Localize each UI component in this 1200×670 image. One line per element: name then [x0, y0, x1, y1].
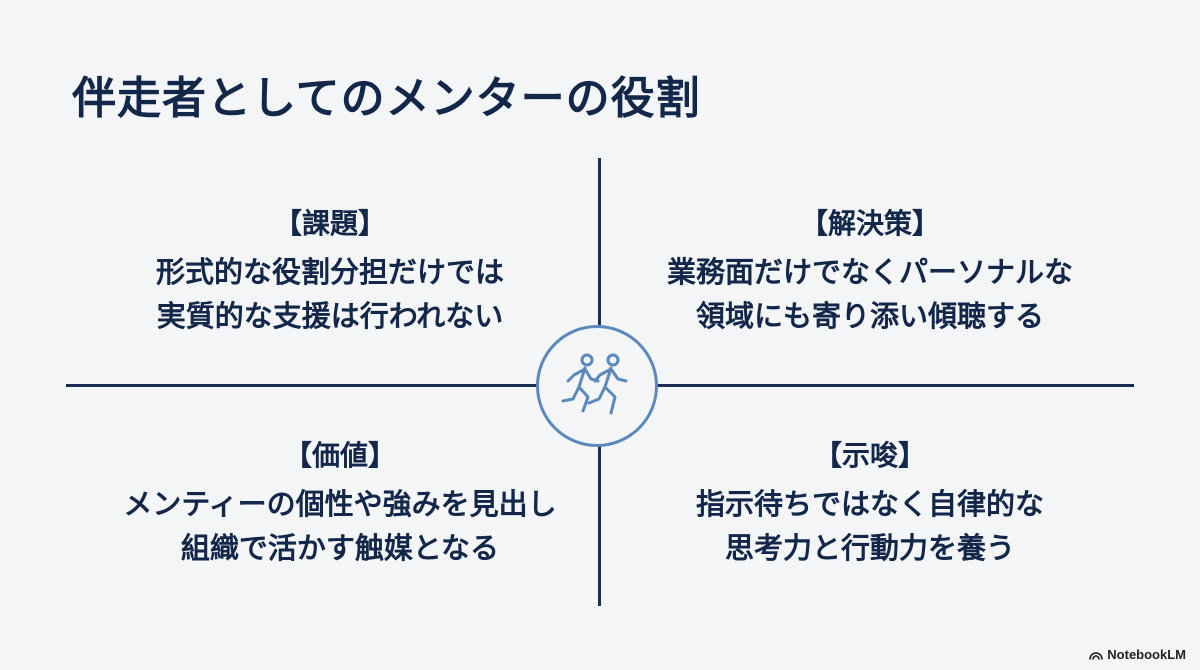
quadrant-challenge: 【課題】 形式的な役割分担だけでは 実質的な支援は行われない [70, 204, 590, 338]
quadrant-text-line: 実質的な支援は行われない [156, 299, 504, 333]
quadrant-text-line: 領域にも寄り添い傾聴する [695, 299, 1044, 333]
quadrant-text-line: 組織で活かす触媒となる [180, 531, 500, 565]
quadrant-heading: 【課題】 [273, 207, 386, 240]
quadrant-text-line: メンティーの個性や強みを見出し [123, 487, 557, 521]
quadrant-heading: 【示唆】 [813, 439, 926, 472]
quadrant-heading: 【解決策】 [799, 207, 940, 240]
quadrant-value: 【価値】 メンティーの個性や強みを見出し 組織で活かす触媒となる [80, 436, 600, 570]
quadrant-text-line: 形式的な役割分担だけでは [155, 255, 504, 289]
brand-watermark: NotebookLM [1089, 647, 1186, 662]
notebooklm-logo-icon [1089, 652, 1104, 660]
quadrant-implication: 【示唆】 指示待ちではなく自律的な 思考力と行動力を養う [610, 436, 1130, 570]
quadrant-text-line: 指示待ちではなく自律的な [695, 487, 1044, 521]
running-people-icon [561, 353, 628, 415]
slide-title: 伴走者としてのメンターの役割 [72, 73, 701, 124]
quadrant-solution: 【解決策】 業務面だけでなくパーソナルな 領域にも寄り添い傾聴する [610, 204, 1130, 338]
center-emblem [536, 325, 658, 447]
quadrant-text-line: 業務面だけでなくパーソナルな [666, 255, 1073, 289]
brand-label: NotebookLM [1107, 647, 1186, 662]
quadrant-heading: 【価値】 [283, 439, 396, 472]
quadrant-text-line: 思考力と行動力を養う [724, 531, 1015, 565]
